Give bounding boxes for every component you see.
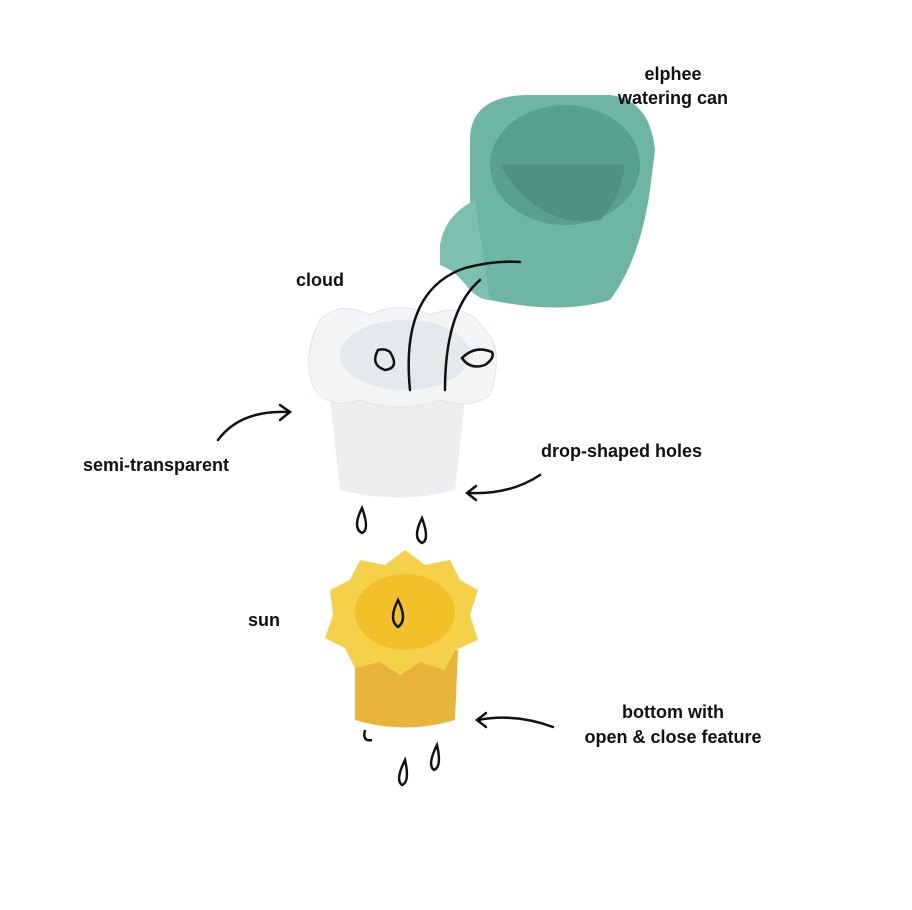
- label-watering-can-line2: watering can: [617, 88, 729, 108]
- label-cloud: cloud: [296, 270, 344, 290]
- label-sun: sun: [248, 610, 281, 630]
- sun-cup: [325, 550, 478, 728]
- label-watering-can-line1: elphee: [644, 64, 702, 84]
- water-stream-lines: [216, 260, 555, 729]
- label-drop-shaped-holes: drop-shaped holes: [541, 441, 703, 461]
- label-bottom-line1: bottom with: [622, 702, 724, 722]
- watering-can: [440, 95, 655, 308]
- cloud-cup: [308, 307, 497, 498]
- water-drop-icons: [355, 348, 494, 787]
- label-bottom-line2: open & close feature: [584, 727, 762, 747]
- label-semi-transparent: semi-transparent: [83, 455, 230, 475]
